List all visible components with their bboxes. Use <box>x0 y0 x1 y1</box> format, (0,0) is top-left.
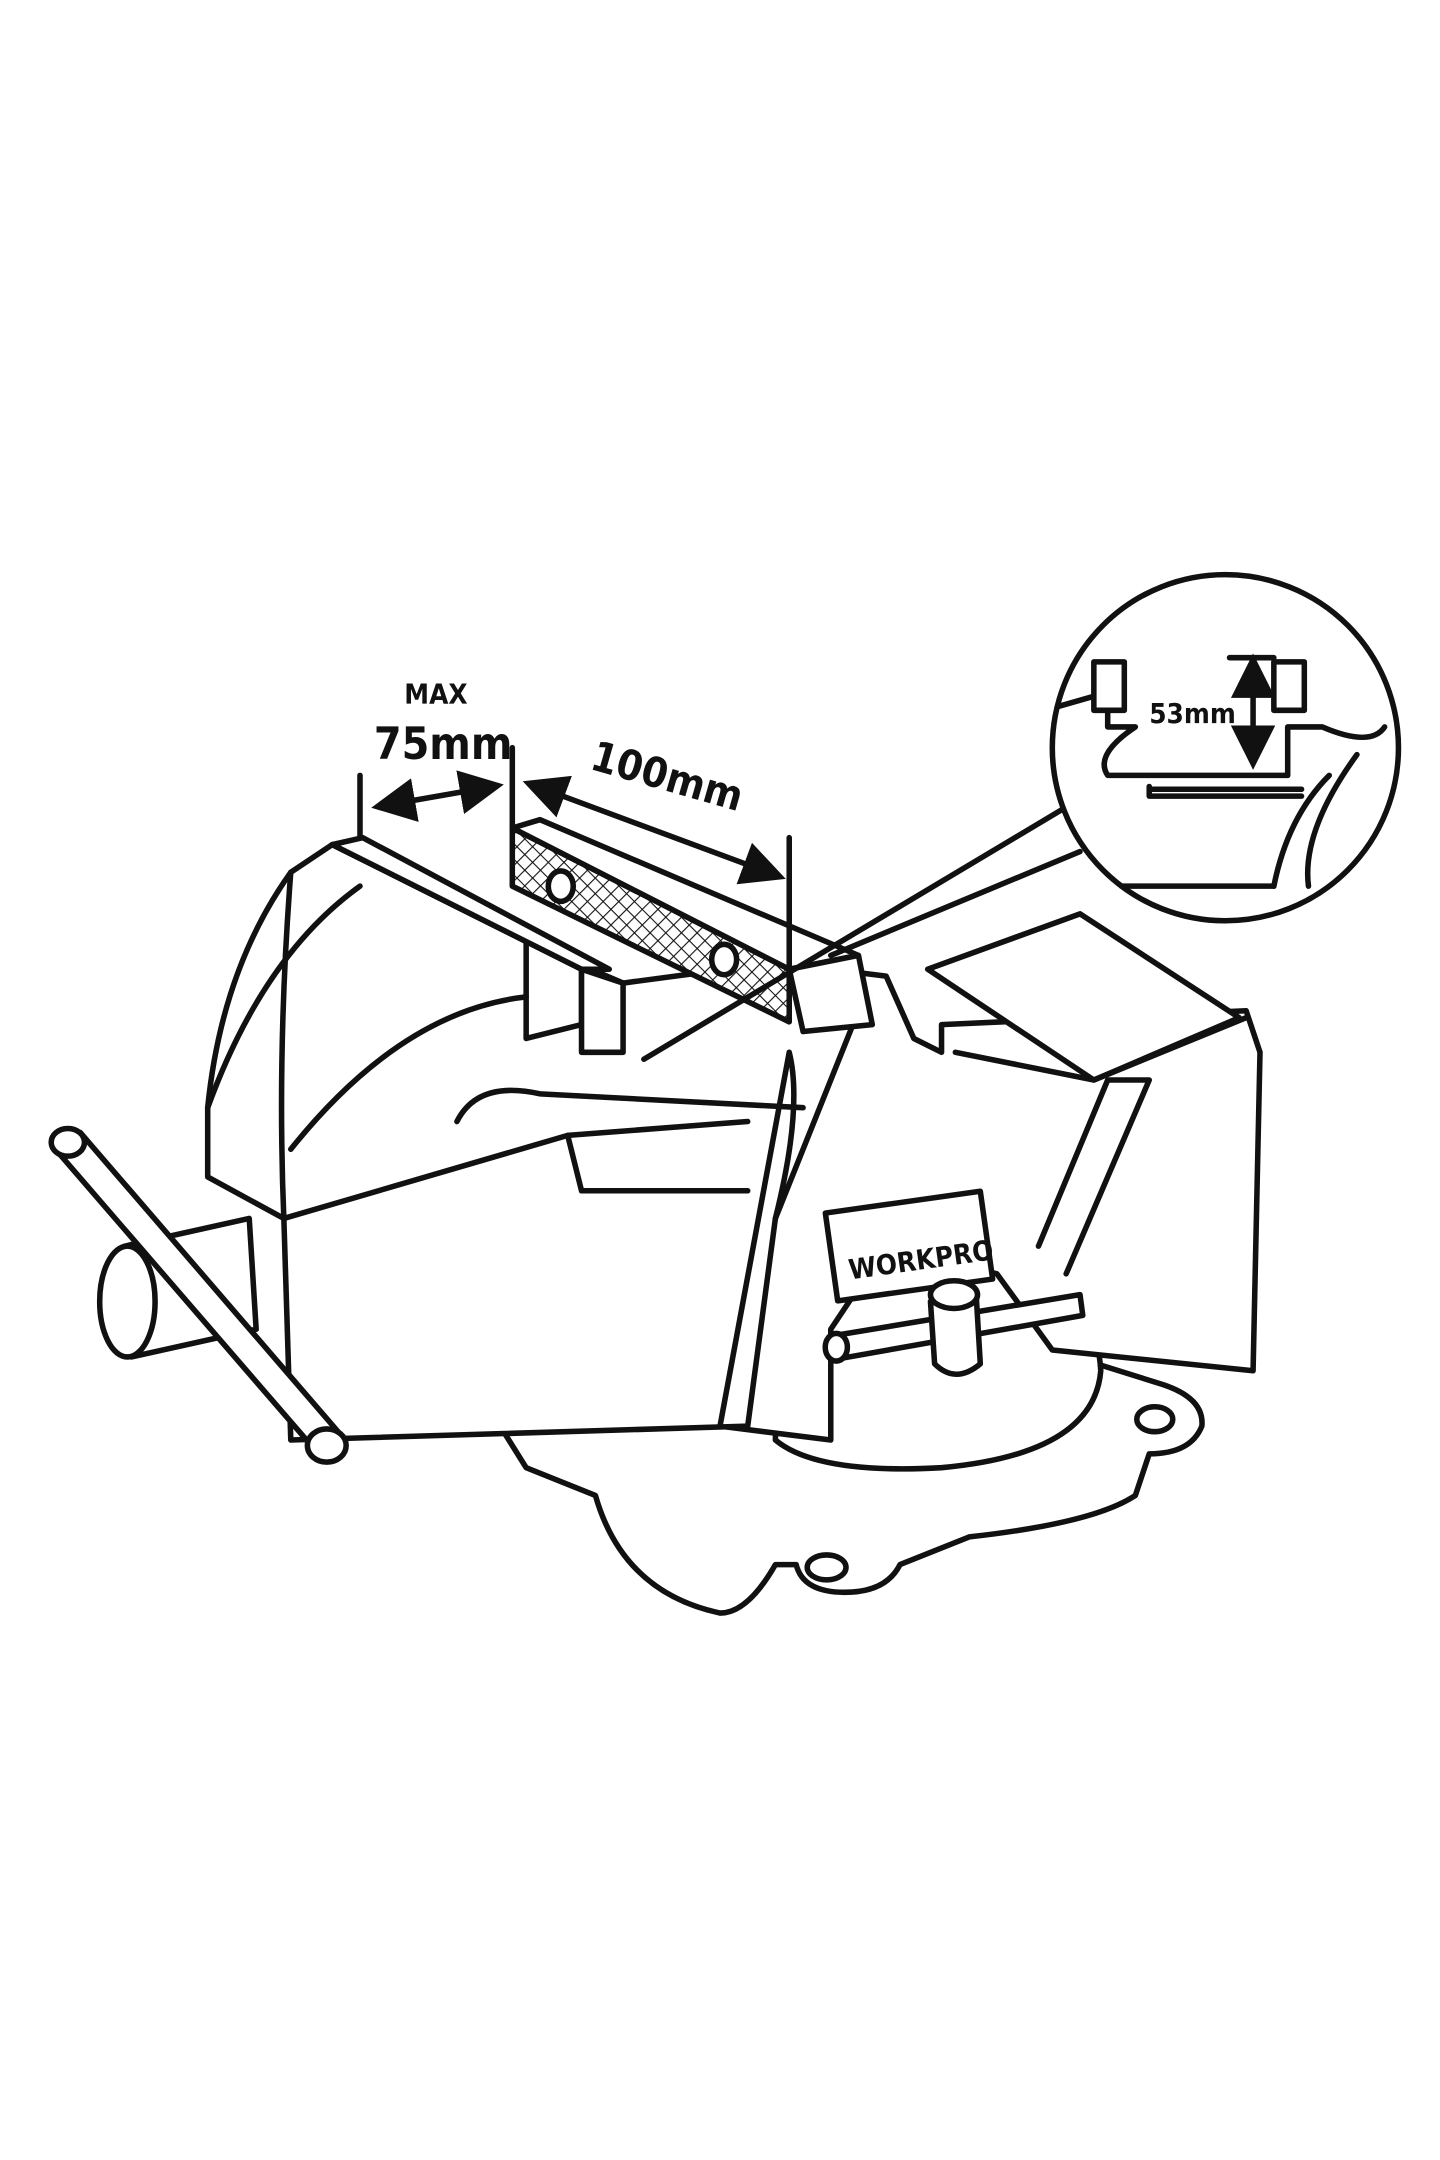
max-label: MAX <box>404 677 467 710</box>
jaw-width-label: 100mm <box>586 731 749 821</box>
fixed-jaw-body: WORKPRO <box>717 911 1263 1443</box>
opening-label: 75mm <box>374 719 513 770</box>
detail-leader-line <box>641 779 1111 1062</box>
detail-leader-line-2 <box>828 848 1083 959</box>
screw-handle <box>48 1125 349 1465</box>
throat-depth-detail: 53mm <box>1049 571 1402 924</box>
sliding-jaw-body <box>204 841 862 1443</box>
brand-plate <box>822 1188 996 1304</box>
swivel-lock-handle <box>822 1278 1086 1377</box>
throat-depth-label: 53mm <box>1149 697 1236 730</box>
